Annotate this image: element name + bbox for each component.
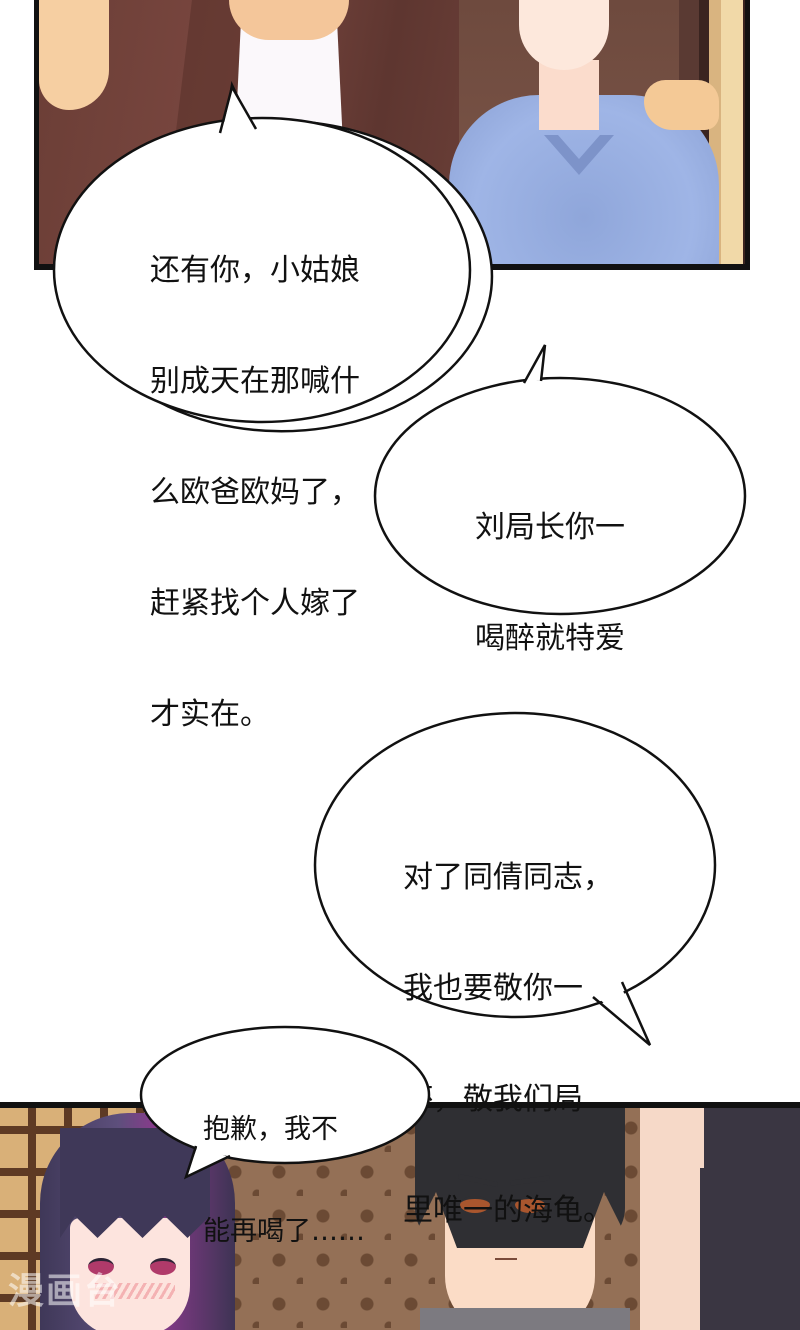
speech-bubble-3: 对了同倩同志， 我也要敬你一 杯，敬我们局 里唯一的海龟。: [310, 710, 730, 1228]
man-hand-holding-cup: [39, 0, 109, 110]
bubble-4-shape: [139, 1025, 431, 1180]
hand-on-shoulder: [644, 80, 719, 130]
girl-left-eye: [88, 1258, 114, 1275]
bubble-3-line-1: 对了同倩同志，: [403, 860, 613, 895]
speech-bubble-4: 抱歉，我不 能再喝了……: [138, 1025, 433, 1247]
bubble-1-line-1: 还有你，小姑娘: [150, 253, 360, 288]
bubble-3-line-4: 里唯一的海龟。: [403, 1193, 613, 1228]
watermark-logo: 漫画台: [8, 1271, 123, 1312]
bubble-1-shape: [52, 80, 494, 433]
bubble-1-line-4: 赶紧找个人嫁了: [150, 586, 360, 621]
woman-neck: [539, 60, 599, 130]
girl-blush: [95, 1283, 175, 1299]
bubble-4-line-2: 能再喝了……: [203, 1216, 365, 1247]
woman-face: [519, 0, 609, 70]
bubble-3-line-2: 我也要敬你一: [403, 971, 583, 1006]
bubble-1-line-3: 么欧爸欧妈了，: [150, 475, 360, 510]
bubble-2-shape: [373, 344, 747, 616]
man-right-eye: [515, 1196, 545, 1213]
bubble-2-line-1: 刘局长你一: [475, 510, 625, 545]
bubble-3-shape: [313, 711, 717, 1046]
man-left-eye: [460, 1196, 490, 1213]
man-neck: [229, 0, 349, 40]
bubble-4-line-1: 抱歉，我不: [203, 1114, 338, 1145]
man-mouth: [495, 1258, 517, 1260]
man-grey-shirt: [420, 1308, 630, 1330]
speech-bubble-1: 还有你，小姑娘 别成天在那喊什 么欧爸欧妈了， 赶紧找个人嫁了 才实在。: [50, 75, 494, 732]
girl-bangs: [60, 1128, 210, 1238]
bubble-2-line-2: 喝醉就特爱: [475, 621, 625, 656]
girl-right-eye: [150, 1258, 176, 1275]
bubble-1-line-5: 才实在。: [150, 697, 270, 732]
bubble-3-line-3: 杯，敬我们局: [403, 1082, 583, 1117]
man-black-hair: [415, 1108, 625, 1248]
bottom-comic-panel: [0, 1102, 800, 1330]
dark-jacket: [700, 1168, 800, 1330]
girl-face: [70, 1218, 190, 1330]
speech-bubble-2: 刘局长你一 喝醉就特爱 管闲事。: [370, 340, 755, 767]
bubble-1-line-2: 别成天在那喊什: [150, 364, 360, 399]
